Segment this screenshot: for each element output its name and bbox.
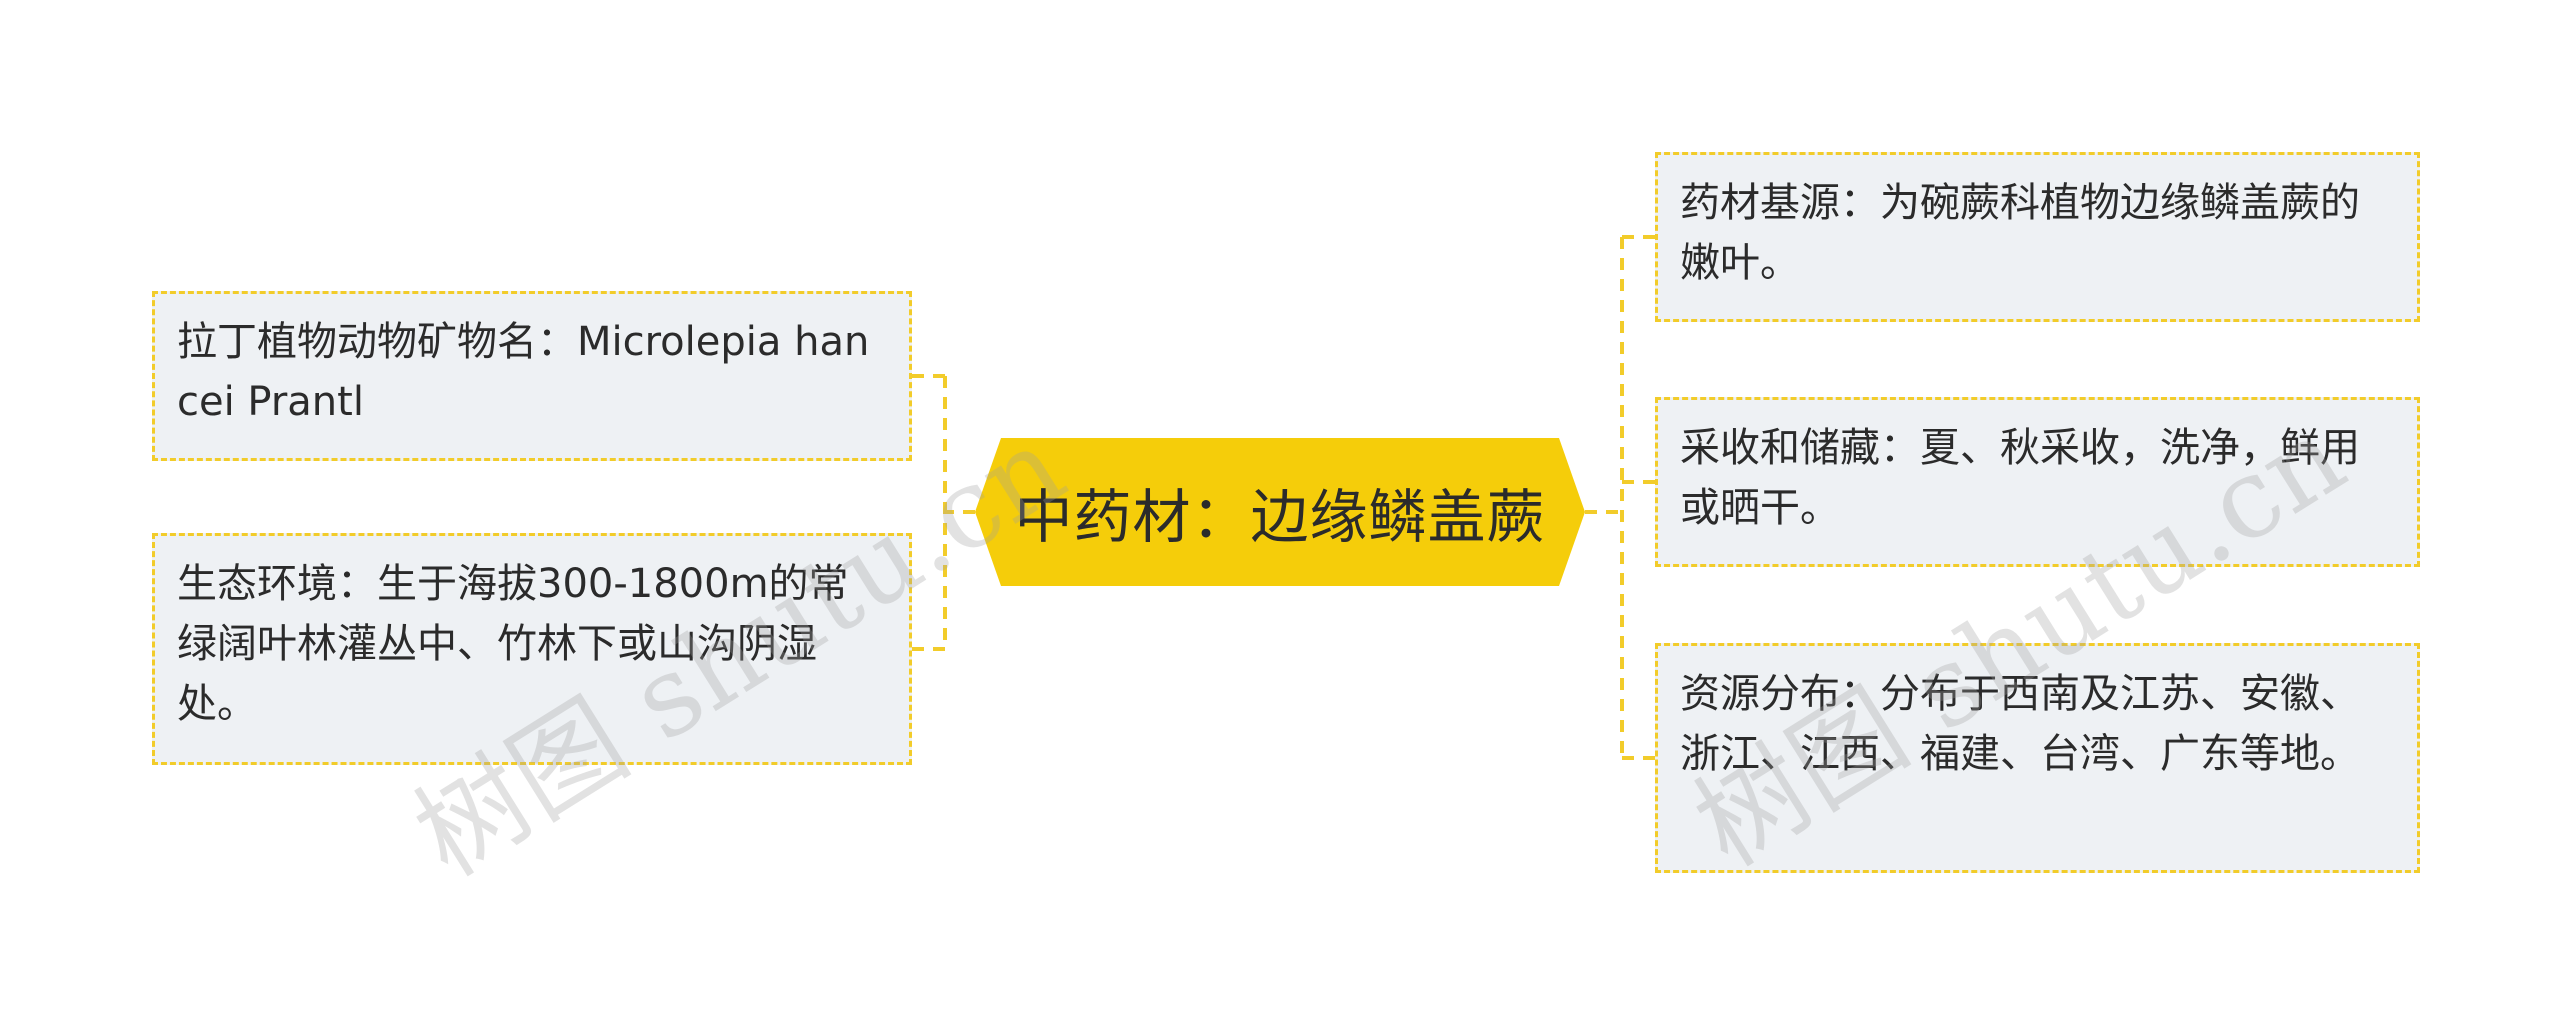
node-ecology-text: 生态环境：生于海拔300-1800m的常绿阔叶林灌丛中、竹林下或山沟阴湿处。 (177, 561, 849, 727)
node-source-text: 药材基源：为碗蕨科植物边缘鳞盖蕨的嫩叶。 (1680, 180, 2360, 286)
node-latin-name[interactable]: 拉丁植物动物矿物名：Microlepia hancei Prantl (152, 291, 912, 461)
node-harvest-text: 采收和储藏：夏、秋采收，洗净，鲜用或晒干。 (1680, 425, 2360, 531)
node-latin-name-text: 拉丁植物动物矿物名：Microlepia hancei Prantl (177, 319, 870, 425)
central-topic-label: 中药材：边缘鳞盖蕨 (1014, 483, 1546, 551)
node-source[interactable]: 药材基源：为碗蕨科植物边缘鳞盖蕨的嫩叶。 (1655, 152, 2420, 322)
central-topic[interactable]: 中药材：边缘鳞盖蕨 (975, 438, 1585, 586)
node-distribution-text: 资源分布：分布于西南及江苏、安徽、浙江、江西、福建、台湾、广东等地。 (1680, 671, 2360, 777)
central-topic-shape (975, 438, 1585, 586)
node-distribution[interactable]: 资源分布：分布于西南及江苏、安徽、浙江、江西、福建、台湾、广东等地。 (1655, 643, 2420, 873)
node-harvest[interactable]: 采收和储藏：夏、秋采收，洗净，鲜用或晒干。 (1655, 397, 2420, 567)
node-ecology[interactable]: 生态环境：生于海拔300-1800m的常绿阔叶林灌丛中、竹林下或山沟阴湿处。 (152, 533, 912, 765)
